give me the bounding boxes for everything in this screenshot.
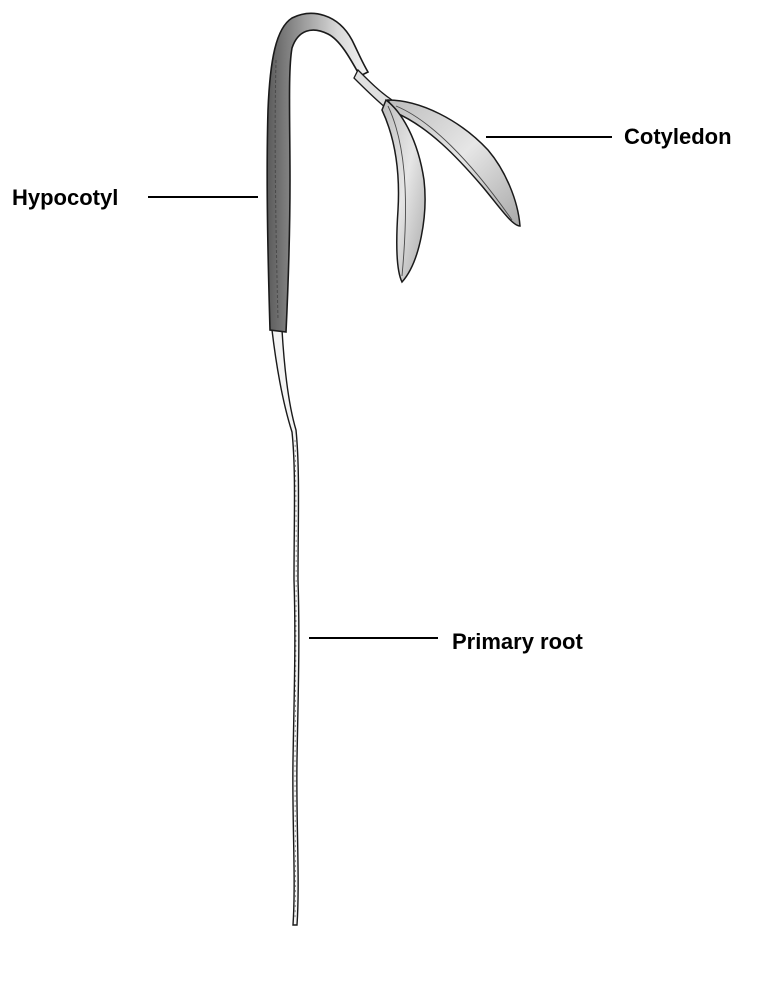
hypocotyl [267, 13, 368, 332]
primary-root [272, 330, 299, 925]
primary-root-label: Primary root [452, 631, 583, 653]
hypocotyl-label: Hypocotyl [12, 187, 118, 209]
cotyledon-label: Cotyledon [624, 126, 732, 148]
